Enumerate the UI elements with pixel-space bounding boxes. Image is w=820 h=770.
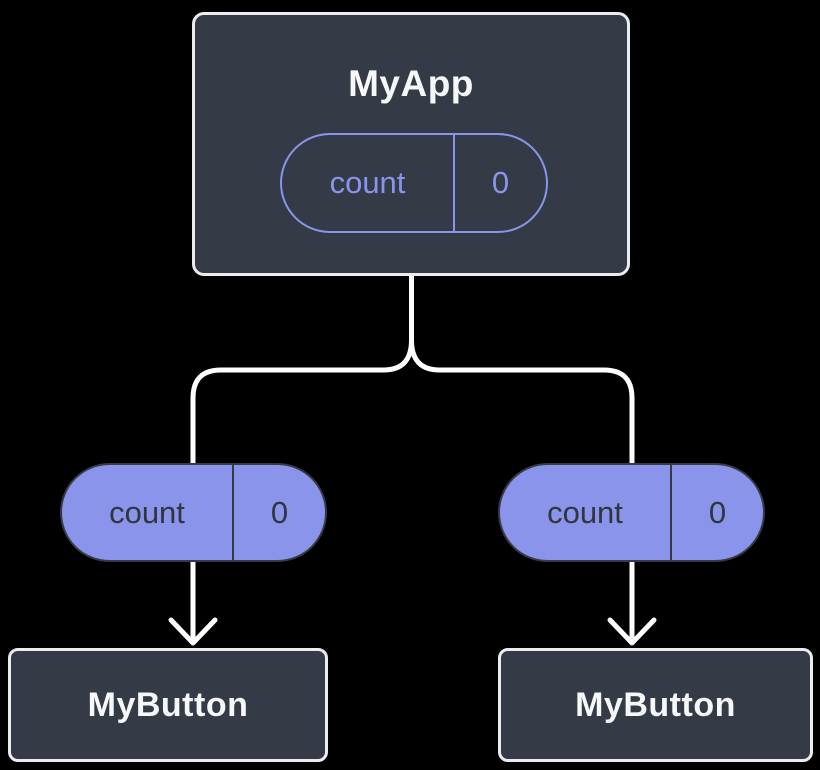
state-pill: count 0 <box>280 133 548 233</box>
arrow-right-head-icon <box>607 617 657 646</box>
child-component-node-left: MyButton <box>8 648 328 762</box>
prop-pill-left: count 0 <box>60 463 327 562</box>
prop-pill-value: 0 <box>270 494 289 530</box>
state-pill-name: count <box>282 135 455 231</box>
child-component-node-right: MyButton <box>498 648 813 762</box>
child-component-title: MyButton <box>575 685 736 724</box>
prop-pill-name: count <box>62 465 234 560</box>
prop-pill-right: count 0 <box>498 463 765 562</box>
prop-pill-name: count <box>500 465 672 560</box>
tree-branch-right-line <box>409 337 635 468</box>
prop-pill-value: 0 <box>708 494 727 530</box>
root-component-title: MyApp <box>348 63 474 104</box>
state-pill-value: 0 <box>491 165 510 200</box>
root-component-node: MyApp count 0 <box>192 12 630 276</box>
arrow-left-head-icon <box>168 617 218 646</box>
tree-branch-left-line <box>190 337 414 468</box>
child-component-title: MyButton <box>87 685 249 724</box>
